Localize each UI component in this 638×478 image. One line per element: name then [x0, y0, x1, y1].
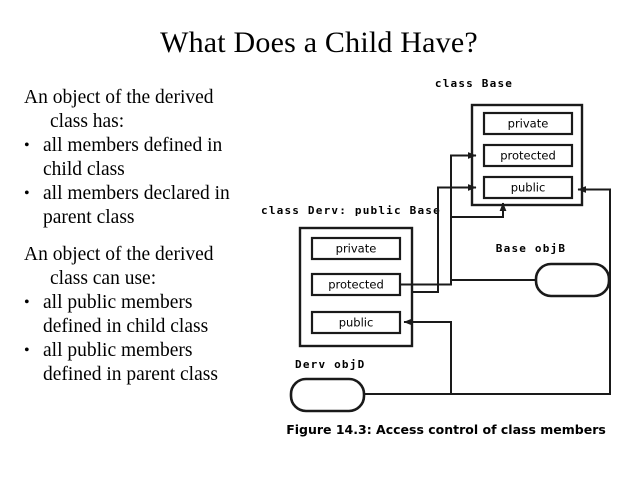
bullet-3-line-1: all public members — [43, 292, 193, 313]
bullet-4-line-2: defined in parent — [43, 363, 176, 385]
bullet-4-text: all public members defined in parent cla… — [43, 339, 252, 386]
list-item: • all public members defined in parent c… — [24, 339, 252, 386]
base-object-shape — [534, 262, 611, 298]
page-title: What Does a Child Have? — [160, 26, 478, 59]
base-protected-label: protected — [500, 149, 556, 163]
bullet-3-text: all public members defined in child clas… — [43, 291, 252, 338]
bullet-3-line-2: defined in child class — [43, 315, 209, 337]
list-item: • all members declared in parent class — [24, 182, 252, 229]
derv-class-box — [298, 226, 414, 348]
base-object-label: Base objB — [496, 242, 566, 255]
connector-derv-object-to-base-public-right — [364, 186, 611, 395]
derv-private-label: private — [336, 242, 377, 256]
derv-public-label: public — [339, 316, 374, 330]
bullet-icon: • — [24, 137, 30, 154]
paragraph-2-line-1: An object of the derived — [24, 244, 214, 265]
bullet-1-text: all members defined in child class — [43, 134, 252, 181]
paragraph-1-line-1: An object of the derived — [24, 87, 214, 108]
base-private-box — [482, 111, 574, 136]
base-class-label: class Base — [435, 77, 513, 90]
paragraph-block-2: An object of the derived class can use: — [24, 243, 252, 290]
derv-object-shape — [289, 377, 366, 413]
derv-public-box — [310, 310, 402, 335]
connector-derv-to-base-public — [412, 184, 477, 293]
bullet-1-line-2: in child class — [43, 135, 223, 180]
figure-caption: Figure 14.3: Access control of class mem… — [286, 422, 606, 437]
derv-class-label: class Derv: public Base — [261, 204, 441, 217]
derv-private-box — [310, 236, 402, 261]
bullet-2-text: all members declared in parent class — [43, 182, 252, 229]
base-private-label: private — [508, 117, 549, 131]
connector-derv-object-to-derv-public — [403, 318, 452, 394]
derv-protected-label: protected — [328, 278, 384, 292]
bullet-4-line-1: all public members — [43, 340, 193, 361]
bullet-icon: • — [24, 185, 30, 202]
connector-base-object-to-base-public — [450, 202, 536, 281]
paragraph-1-line-2: class has: — [50, 110, 125, 132]
bullet-1-line-1: all members defined — [43, 135, 203, 156]
list-item: • all public members defined in child cl… — [24, 291, 252, 338]
bullet-icon: • — [24, 342, 30, 359]
slide-body-text: An object of the derived class has: • al… — [24, 86, 252, 386]
base-public-label: public — [511, 181, 546, 195]
bullet-icon: • — [24, 294, 30, 311]
paragraph-block-1: An object of the derived class has: — [24, 86, 252, 133]
base-public-box — [482, 175, 574, 200]
list-item: • all members defined in child class — [24, 134, 252, 181]
figure-access-control: class Base private protected public clas… — [255, 72, 638, 464]
derv-object-label: Derv objD — [295, 358, 365, 371]
bullet-4-line-3: class — [180, 363, 218, 385]
bullet-2-line-2: in parent class — [43, 183, 230, 228]
bullet-2-line-1: all members declared — [43, 183, 210, 204]
paragraph-2-line-2: class can use: — [50, 267, 157, 289]
base-protected-box — [482, 143, 574, 168]
paragraph-spacer — [24, 229, 252, 243]
